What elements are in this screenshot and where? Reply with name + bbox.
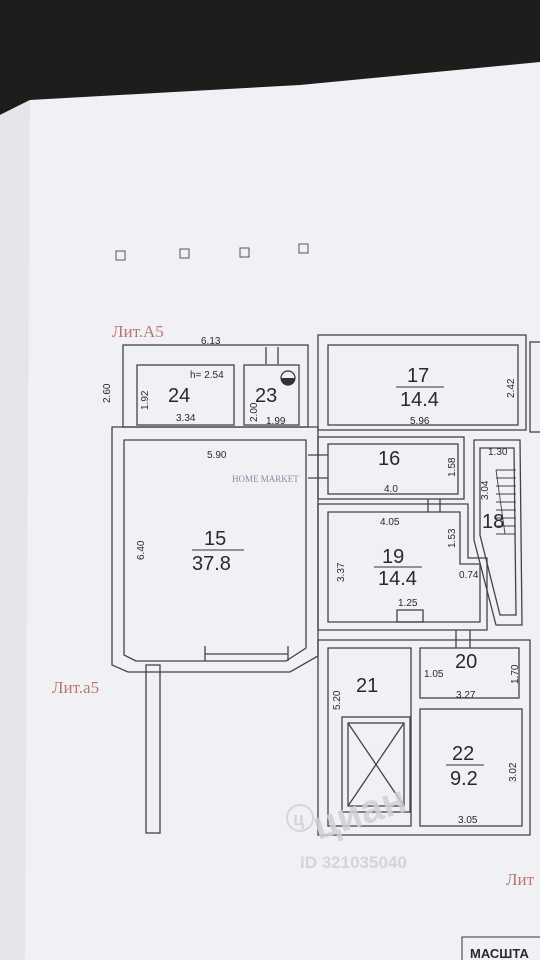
meter-icon bbox=[280, 370, 296, 386]
svg-text:3.34: 3.34 bbox=[176, 413, 196, 424]
svg-text:0.74: 0.74 bbox=[459, 570, 479, 581]
room-20-id: 20 bbox=[455, 651, 477, 673]
svg-text:1.58: 1.58 bbox=[447, 457, 458, 477]
svg-text:1.53: 1.53 bbox=[447, 528, 458, 548]
home-market-watermark: HOME MARKET bbox=[232, 474, 299, 484]
lit-a5-top: Лит.А5 bbox=[112, 322, 164, 341]
scale-label: МАСШТА bbox=[470, 946, 529, 960]
svg-text:1.25: 1.25 bbox=[398, 598, 418, 609]
svg-text:2.60: 2.60 bbox=[102, 383, 113, 403]
svg-text:3.05: 3.05 bbox=[458, 815, 478, 826]
svg-text:ID 321035040: ID 321035040 bbox=[300, 853, 407, 872]
svg-text:6.13: 6.13 bbox=[201, 336, 221, 347]
svg-text:5.20: 5.20 bbox=[332, 690, 343, 710]
svg-text:5.90: 5.90 bbox=[207, 450, 227, 461]
room-19-area: 14.4 bbox=[378, 568, 417, 590]
room-17-id: 17 bbox=[407, 365, 429, 387]
svg-text:2.00: 2.00 bbox=[249, 402, 260, 422]
svg-text:1.05: 1.05 bbox=[424, 669, 444, 680]
svg-text:6.40: 6.40 bbox=[136, 540, 147, 560]
room-19-id: 19 bbox=[382, 546, 404, 568]
svg-text:4.05: 4.05 bbox=[380, 517, 400, 528]
svg-text:5.96: 5.96 bbox=[410, 416, 430, 427]
svg-text:1.92: 1.92 bbox=[140, 390, 151, 410]
room-17-area: 14.4 bbox=[400, 389, 439, 411]
room-24-id: 23 bbox=[255, 385, 277, 407]
room-16-id: 16 bbox=[378, 448, 400, 470]
ceiling-height: h= 2.54 bbox=[190, 370, 224, 381]
svg-text:3.27: 3.27 bbox=[456, 690, 476, 701]
room-22-id: 22 bbox=[452, 743, 474, 765]
room-21-id: 21 bbox=[356, 675, 378, 697]
room-18-id: 18 bbox=[482, 511, 504, 533]
paper-sheet bbox=[0, 62, 540, 960]
svg-text:1.30: 1.30 bbox=[488, 447, 508, 458]
svg-text:3.37: 3.37 bbox=[336, 562, 347, 582]
reference-squares bbox=[115, 243, 309, 261]
svg-text:3.02: 3.02 bbox=[508, 762, 519, 782]
dimensions: 6.13 2.60 1.92 3.34 2.00 1.99 5.90 6.40 … bbox=[102, 336, 521, 826]
room-15-area: 37.8 bbox=[192, 553, 231, 575]
room-22-area: 9.2 bbox=[450, 768, 478, 790]
lit-right: Лит bbox=[506, 870, 535, 889]
svg-text:1.70: 1.70 bbox=[510, 664, 521, 684]
svg-text:ц: ц bbox=[293, 809, 304, 829]
svg-text:4.0: 4.0 bbox=[384, 484, 398, 495]
room-23-id: 24 bbox=[168, 385, 190, 407]
room-15-id: 15 bbox=[204, 528, 226, 550]
svg-text:2.42: 2.42 bbox=[506, 378, 517, 398]
svg-text:1.99: 1.99 bbox=[266, 416, 286, 427]
lit-a5-left: Лит.а5 bbox=[52, 678, 99, 697]
walls bbox=[111, 334, 540, 836]
svg-text:3.04: 3.04 bbox=[480, 480, 491, 500]
